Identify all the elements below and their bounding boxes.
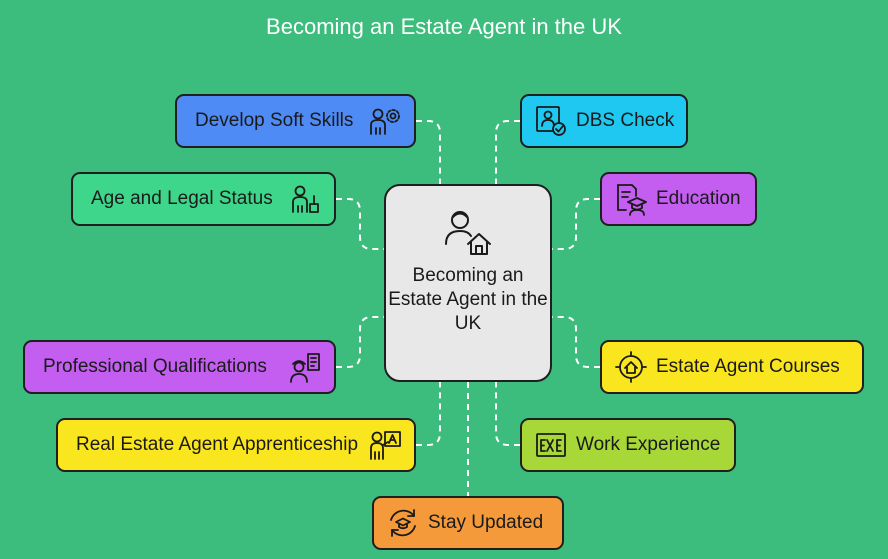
- node-apprenticeship: Real Estate Agent Apprenticeship: [56, 418, 416, 472]
- node-education: Education: [600, 172, 757, 226]
- node-label: Professional Qualifications: [43, 356, 267, 377]
- connector-dbs-check: [495, 120, 520, 184]
- id-check-icon: [536, 106, 566, 136]
- node-stay-updated: Stay Updated: [372, 496, 564, 550]
- connector-estate-agent-courses: [552, 316, 600, 368]
- node-label: Estate Agent Courses: [656, 356, 840, 377]
- node-label: Education: [656, 188, 741, 209]
- node-professional-qualifications: Professional Qualifications: [23, 340, 336, 394]
- connector-soft-skills: [416, 120, 441, 184]
- connector-age-legal: [336, 198, 384, 250]
- node-label: Develop Soft Skills: [195, 110, 354, 131]
- target-house-icon: [615, 351, 647, 383]
- node-estate-agent-courses: Estate Agent Courses: [600, 340, 864, 394]
- center-label: Becoming an Estate Agent in the UK: [388, 265, 548, 334]
- refresh-graduate-icon: [390, 509, 416, 537]
- agent-house-icon: [445, 211, 491, 255]
- person-gears-icon: [370, 108, 400, 135]
- node-label: Age and Legal Status: [91, 188, 273, 209]
- node-label: Work Experience: [576, 434, 721, 455]
- center-node: Becoming an Estate Agent in the UK: [384, 184, 552, 382]
- node-age-legal: Age and Legal Status: [71, 172, 336, 226]
- connector-apprenticeship: [416, 382, 441, 446]
- connector-professional-qualifications: [336, 316, 384, 368]
- diagram-title: Becoming an Estate Agent in the UK: [266, 14, 622, 39]
- node-soft-skills: Develop Soft Skills: [175, 94, 416, 148]
- person-certificate-icon: [290, 353, 320, 383]
- exe-file-icon: [536, 433, 566, 457]
- node-dbs-check: DBS Check: [520, 94, 688, 148]
- node-work-experience: Work Experience: [520, 418, 736, 472]
- person-board-icon: [370, 431, 401, 460]
- node-label: DBS Check: [576, 110, 675, 131]
- connector-education: [552, 198, 600, 250]
- node-label: Real Estate Agent Apprenticeship: [76, 434, 359, 455]
- graduate-certificate-icon: [617, 184, 647, 216]
- connector-work-experience: [495, 382, 520, 446]
- node-label: Stay Updated: [428, 512, 544, 533]
- person-id-icon: [292, 185, 319, 213]
